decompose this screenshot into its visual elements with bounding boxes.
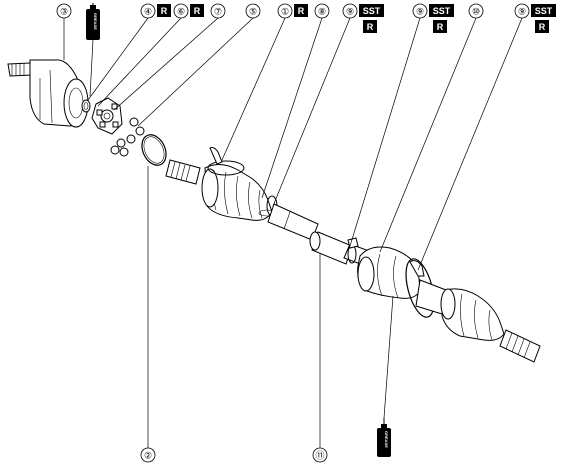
badge-r-9a: R <box>363 20 377 33</box>
callout-9a: ⑨ <box>342 3 358 19</box>
callout-10-label: ⑩ <box>472 7 480 17</box>
callout-9a-label: ⑨ <box>346 7 354 17</box>
callout-2-label: ② <box>144 451 152 461</box>
outer-race-housing <box>29 59 89 128</box>
callout-5: ⑤ <box>245 3 261 19</box>
inner-boot <box>357 246 421 299</box>
badge-r-1: R <box>294 4 308 17</box>
callout-1-label: ① <box>281 7 289 17</box>
badge-sst-9c: SST <box>531 4 556 17</box>
callout-11: ⑪ <box>312 447 328 463</box>
callout-11-label: ⑪ <box>315 451 324 461</box>
grease-tube-bottom-icon: GREASE <box>377 418 391 457</box>
badge-r-1-label: R <box>298 6 305 16</box>
callout-4: ④ <box>140 3 156 19</box>
boot-band-outer <box>207 147 245 176</box>
callout-9b: ⑨ <box>412 3 428 19</box>
callout-3: ③ <box>56 3 72 19</box>
callout-9c-label: ⑨ <box>518 7 526 17</box>
callout-10: ⑩ <box>468 3 484 19</box>
outer-stub-shaft <box>7 62 33 77</box>
snap-ring-large <box>141 134 167 166</box>
callout-9b-label: ⑨ <box>416 7 424 17</box>
shaft-spline-end <box>165 159 201 185</box>
callout-1: ① <box>277 3 293 19</box>
badge-r-4-label: R <box>161 6 168 16</box>
badge-r-9c-label: R <box>539 22 546 32</box>
leader-lines <box>63 17 523 448</box>
badge-r-4: R <box>157 4 171 17</box>
inner-race-cage <box>91 97 123 135</box>
callout-6: ⑥ <box>173 3 189 19</box>
badge-sst-9b: SST <box>429 4 454 17</box>
callout-4-label: ④ <box>144 7 152 17</box>
badge-sst-9a: SST <box>359 4 384 17</box>
badge-r-6: R <box>190 4 204 17</box>
inner-stub-shaft <box>499 329 541 363</box>
badge-r-9b-label: R <box>437 22 444 32</box>
grease-tube-top-icon: GREASE <box>86 3 100 40</box>
dynamic-damper <box>309 231 353 265</box>
badge-r-9a-label: R <box>367 22 374 32</box>
callout-8: ⑧ <box>314 3 330 19</box>
inner-joint-housing <box>415 279 505 341</box>
callout-5-label: ⑤ <box>249 7 257 17</box>
callout-8-label: ⑧ <box>318 7 326 17</box>
snap-ring-small <box>81 99 91 113</box>
grease-label-bottom: GREASE <box>384 431 389 448</box>
badge-r-9b: R <box>433 20 447 33</box>
badge-sst-9b-label: SST <box>433 6 451 16</box>
drive-shaft <box>267 203 319 241</box>
callout-6-label: ⑥ <box>177 7 185 17</box>
badge-sst-9c-label: SST <box>535 6 553 16</box>
callout-9c: ⑨ <box>514 3 530 19</box>
badge-sst-9a-label: SST <box>363 6 381 16</box>
callout-7: ⑦ <box>210 3 226 19</box>
badge-r-9c: R <box>535 20 549 33</box>
badge-r-6-label: R <box>194 6 201 16</box>
steel-balls <box>110 117 145 157</box>
callout-7-label: ⑦ <box>214 7 222 17</box>
callout-3-label: ③ <box>60 7 68 17</box>
callout-2: ② <box>140 447 156 463</box>
grease-label-top: GREASE <box>93 13 98 30</box>
